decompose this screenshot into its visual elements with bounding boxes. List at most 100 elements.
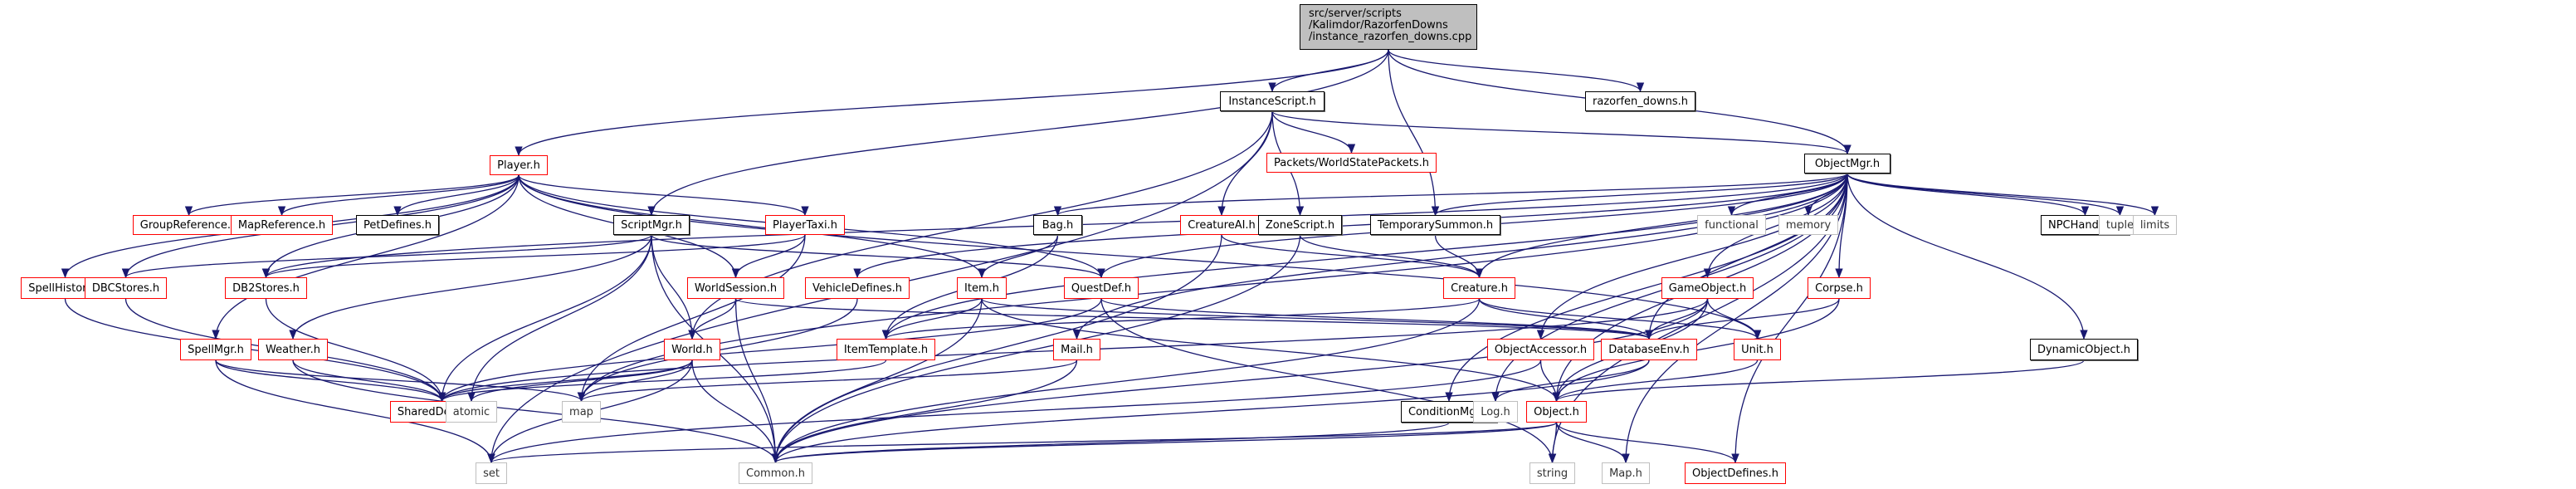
node-databaseenv[interactable]: DatabaseEnv.h [1601, 339, 1697, 360]
edge-Item-to-Common [771, 298, 983, 464]
node-map[interactable]: map [562, 401, 601, 423]
edge-ObjectMgr-to-NPCHandler [1847, 173, 2090, 217]
edge-ObjectMgr-to-ObjectDefines [1731, 173, 1848, 464]
edge-ObjectMgr-to-tuple [1847, 173, 2125, 217]
edge-root-to-ScriptMgr [647, 49, 1389, 217]
edge-QuestDef-to-string [1100, 298, 1557, 464]
node-gameobject[interactable]: GameObject.h [1661, 277, 1754, 299]
edge-ObjectMgr-to-GameObject [1703, 173, 1848, 279]
node-worldstatepackets[interactable]: Packets/WorldStatePackets.h [1266, 153, 1437, 173]
node-mapreference[interactable]: MapReference.h [231, 215, 333, 235]
node-root-file[interactable]: src/server/scripts /Kalimdor/RazorfenDow… [1300, 4, 1477, 50]
edge-Object-to-Common [772, 422, 1558, 464]
edge-ObjectMgr-to-Creature [1475, 173, 1848, 279]
node-petdefines[interactable]: PetDefines.h [356, 215, 439, 235]
node-limits[interactable]: limits [2133, 215, 2177, 235]
edge-ObjectMgr-to-DynamicObject [1847, 173, 2088, 340]
node-objectmgr[interactable]: ObjectMgr.h [1804, 154, 1891, 174]
edge-Player-to-PlayerTaxi [518, 174, 809, 217]
node-object[interactable]: Object.h [1526, 401, 1587, 423]
edge-Object-to-set [487, 422, 1558, 464]
node-player[interactable]: Player.h [490, 155, 548, 175]
edge-root-to-Player [515, 49, 1389, 157]
edge-PlayerTaxi-to-DB2Stores [262, 234, 806, 279]
edge-CreatureAI-to-Creature [1221, 234, 1484, 279]
edge-Item-to-Object [981, 298, 1561, 403]
node-corpse[interactable]: Corpse.h [1808, 277, 1871, 299]
edge-DynamicObject-to-Object [1553, 359, 2085, 403]
node-vehicledefines[interactable]: VehicleDefines.h [805, 277, 910, 299]
node-map-h[interactable]: Map.h [1602, 462, 1650, 484]
node-spellmgr[interactable]: SpellMgr.h [180, 339, 251, 360]
node-playertaxi[interactable]: PlayerTaxi.h [765, 215, 845, 235]
node-creatureai[interactable]: CreatureAI.h [1180, 215, 1263, 235]
node-mail[interactable]: Mail.h [1053, 339, 1100, 360]
edge-Player-to-GroupReference [184, 174, 520, 217]
edge-Mail-to-Common [771, 359, 1078, 464]
node-common[interactable]: Common.h [739, 462, 812, 484]
edge-Corpse-to-DatabaseEnv [1645, 298, 1840, 340]
node-string[interactable]: string [1530, 462, 1575, 484]
edge-DB2Stores-to-SharedDefines [265, 298, 446, 403]
node-itemtemplate[interactable]: ItemTemplate.h [837, 339, 935, 360]
edge-Weather-to-Common [292, 359, 780, 464]
edge-SpellMgr-to-set [215, 359, 495, 464]
edge-SpellMgr-to-SharedDefines [215, 359, 446, 403]
node-bag[interactable]: Bag.h [1033, 215, 1082, 235]
edge-PlayerTaxi-to-map [577, 234, 806, 403]
edge-ObjectMgr-to-VehicleDefines [853, 173, 1848, 279]
node-world[interactable]: World.h [664, 339, 720, 360]
node-log[interactable]: Log.h [1473, 401, 1518, 423]
edge-ItemTemplate-to-SharedDefines [438, 359, 887, 403]
edge-Object-to-MapH [1555, 422, 1630, 464]
edge-ScriptMgr-to-QuestDef [651, 234, 1105, 279]
node-dynamicobject[interactable]: DynamicObject.h [2030, 339, 2138, 360]
edge-World-to-Common [691, 359, 780, 464]
edge-ObjectAccessor-to-set [487, 359, 1542, 464]
node-functional[interactable]: functional [1697, 215, 1766, 235]
node-temporarysummon[interactable]: TemporarySummon.h [1370, 215, 1500, 235]
node-creature[interactable]: Creature.h [1443, 277, 1515, 299]
edge-GameObject-to-Unit [1706, 298, 1762, 340]
edge-ZoneScript-to-Creature [1299, 234, 1484, 279]
edge-InstanceScript-to-CreatureAI [1217, 110, 1273, 217]
edge-WorldSession-to-World [688, 298, 737, 340]
edge-ObjectMgr-to-Mail [1072, 173, 1848, 340]
edge-ScriptMgr-to-SharedDefines [437, 234, 652, 403]
edge-CreatureAI-to-Common [771, 234, 1222, 464]
node-instancescript[interactable]: InstanceScript.h [1220, 91, 1325, 111]
node-groupreference[interactable]: GroupReference.h [133, 215, 245, 235]
node-worldsession[interactable]: WorldSession.h [687, 277, 784, 299]
edge-ScriptMgr-to-DBCStores [122, 234, 652, 279]
edge-ObjectMgr-to-ItemTemplate [881, 173, 1848, 340]
node-item[interactable]: Item.h [957, 277, 1007, 299]
edge-InstanceScript-to-ObjectMgr [1271, 110, 1852, 155]
node-objectaccessor[interactable]: ObjectAccessor.h [1487, 339, 1594, 360]
edge-SpellMgr-to-map [215, 359, 585, 403]
edge-Bag-to-Item [978, 234, 1059, 279]
node-set[interactable]: set [476, 462, 507, 484]
edge-InstanceScript-to-WorldStatePackets [1271, 110, 1356, 154]
edge-ScriptMgr-to-atomic [467, 234, 652, 403]
edge-Unit-to-Object [1552, 359, 1759, 403]
edge-Player-to-PetDefines [393, 174, 520, 217]
edge-Object-to-ObjectDefines [1555, 422, 1739, 464]
edge-DatabaseEnv-to-Log [1491, 359, 1650, 403]
node-weather[interactable]: Weather.h [258, 339, 328, 360]
node-objectdefines[interactable]: ObjectDefines.h [1685, 462, 1786, 484]
node-memory[interactable]: memory [1778, 215, 1838, 235]
edge-Creature-to-Unit [1478, 298, 1762, 340]
node-zonescript[interactable]: ZoneScript.h [1258, 215, 1342, 235]
node-scriptmgr[interactable]: ScriptMgr.h [613, 215, 690, 235]
node-db2stores[interactable]: DB2Stores.h [225, 277, 307, 299]
node-razorfen-downs[interactable]: razorfen_downs.h [1585, 91, 1695, 111]
edge-WorldSession-to-Common [734, 298, 780, 464]
node-dbcstores[interactable]: DBCStores.h [85, 277, 167, 299]
node-unit[interactable]: Unit.h [1734, 339, 1781, 360]
node-atomic[interactable]: atomic [446, 401, 497, 423]
edge-TemporarySummon-to-Creature [1434, 234, 1484, 279]
edge-Creature-to-Common [771, 298, 1481, 464]
node-questdef[interactable]: QuestDef.h [1064, 277, 1139, 299]
edge-World-to-map [577, 359, 693, 403]
edge-Object-to-string [1548, 422, 1558, 464]
